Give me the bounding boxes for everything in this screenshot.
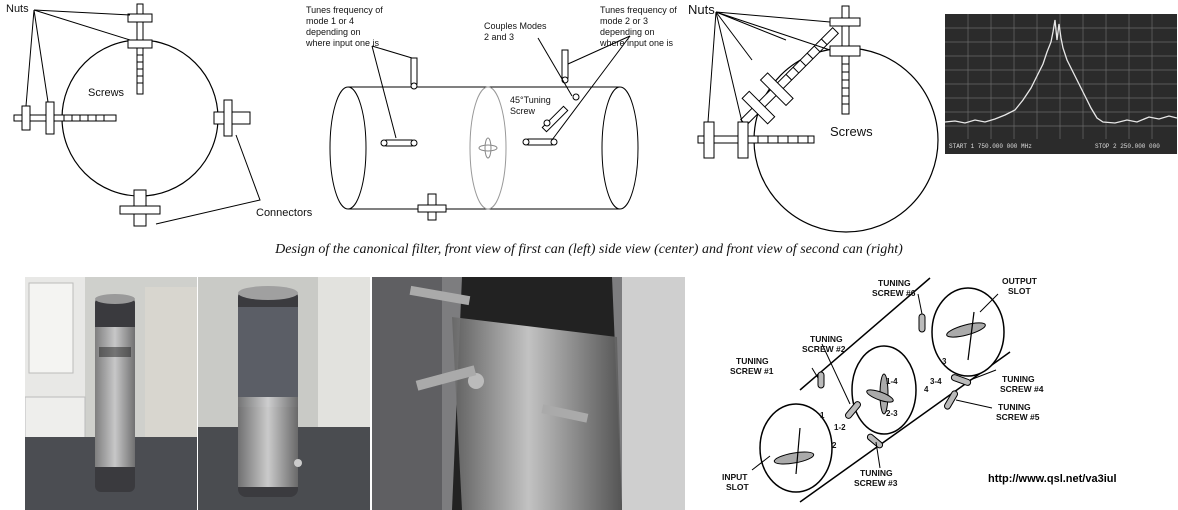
- filter-response-trace: [945, 19, 1177, 124]
- tuning-screw-side-left: [385, 139, 413, 147]
- tuning-screw-2: [845, 401, 861, 419]
- screws-label: Screws: [88, 87, 125, 99]
- spectrum-analyzer-screen: START 1 750.000 000 MHz STOP 2 250.000 0…: [945, 14, 1177, 154]
- photo-can-side: [198, 277, 370, 510]
- tuning-screw-1: [817, 371, 825, 389]
- tuning-screw-45: [541, 105, 569, 133]
- input-slot-end: [759, 403, 833, 493]
- right-can-diagram: Nuts Screws: [688, 2, 939, 233]
- photo-can-front: [25, 277, 197, 510]
- mode-label-3-4: 3-4: [930, 377, 942, 386]
- mode-label-1: 1: [820, 411, 825, 420]
- bottom-connector: [119, 189, 161, 227]
- mode-label-3: 3: [942, 357, 947, 366]
- scope-start-readout: START 1 750.000 000 MHz: [949, 143, 1032, 150]
- mode-label-4: 4: [924, 385, 929, 394]
- can-left-end: [329, 86, 367, 210]
- note-couples-modes: Couples Modes 2 and 3: [484, 21, 549, 42]
- mode-label-2-3: 2-3: [886, 409, 898, 418]
- center-can-diagram: Tunes frequency of mode 1 or 4 depending…: [305, 5, 679, 221]
- can-right-end: [601, 86, 639, 210]
- tuning-screw-top-right: [561, 49, 569, 79]
- left-screw: [697, 121, 815, 159]
- top-screw: [127, 3, 153, 95]
- divider-iris: [469, 86, 507, 210]
- note-mode-2-3: Tunes frequency of mode 2 or 3 depending…: [599, 5, 679, 48]
- tuning-screw-4: [950, 374, 972, 386]
- mode-label-2: 2: [832, 441, 837, 450]
- tuning-screw-3: [866, 433, 884, 449]
- left-can-diagram: Nuts Screws Connectors: [6, 3, 313, 227]
- tuning-screw-5: [944, 390, 958, 410]
- tuning-screw-45-label: 45°Tuning Screw: [510, 95, 553, 116]
- source-url[interactable]: http://www.qsl.net/va3iul: [988, 473, 1117, 485]
- left-screw: [13, 101, 117, 135]
- scope-stop-readout: STOP 2 250.000 000: [1095, 143, 1160, 150]
- connectors-label: Connectors: [256, 207, 313, 219]
- figure-caption: Design of the canonical filter, front vi…: [275, 242, 903, 257]
- note-mode-1-4: Tunes frequency of mode 1 or 4 depending…: [305, 5, 385, 48]
- screws-label: Screws: [830, 124, 873, 139]
- mode-label-1-2: 1-2: [834, 423, 846, 432]
- diagonal-screw: [740, 26, 840, 126]
- mode-label-1-4: 1-4: [886, 377, 898, 386]
- nuts-label: Nuts: [6, 3, 29, 15]
- top-screw: [829, 5, 861, 115]
- nuts-label: Nuts: [688, 2, 715, 17]
- photo-can-closeup: [372, 277, 685, 510]
- tuning-screw-side-right: [527, 138, 553, 146]
- tuning-screw-6: [918, 313, 926, 333]
- right-connector: [213, 99, 251, 137]
- tuning-screw-top-left: [410, 57, 418, 85]
